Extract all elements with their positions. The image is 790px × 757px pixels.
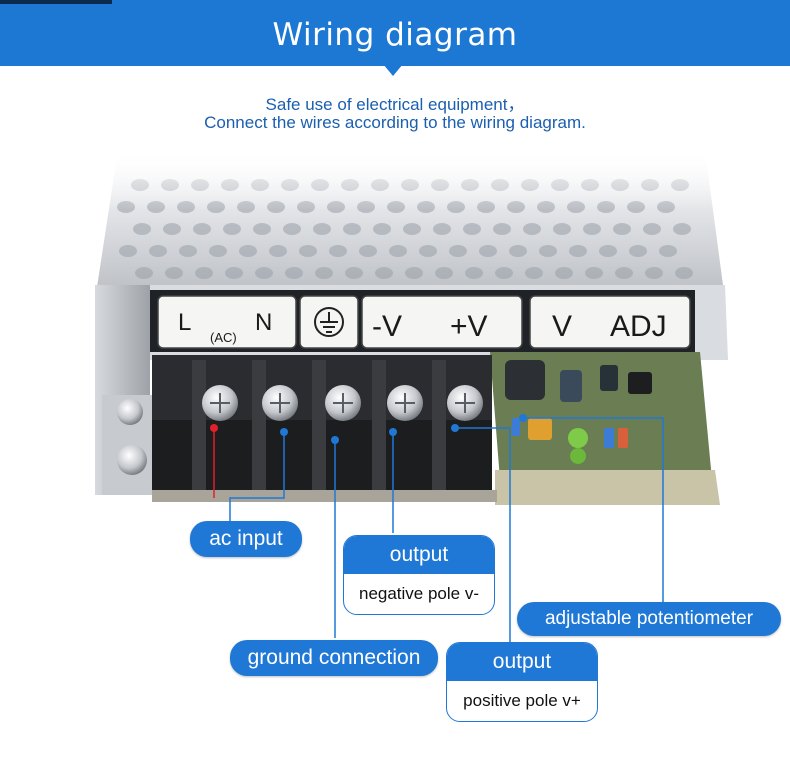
terminal-label-ac: (AC) [210, 330, 237, 345]
callout-lines [213, 417, 664, 642]
callout-output-positive-title: output [447, 643, 597, 681]
header-accent-bar [0, 0, 112, 4]
terminal-label-N: N [255, 309, 272, 336]
subtitle-line-2: Connect the wires according to the wirin… [204, 113, 586, 132]
terminal-label-adj: ADJ [610, 310, 667, 343]
ground-symbol-icon [314, 307, 344, 337]
callout-output-positive: output positive pole v+ [446, 642, 598, 722]
terminal-label-neg: -V [372, 310, 402, 343]
mounting-screws [102, 395, 152, 495]
banner-pointer [383, 64, 403, 76]
subtitle-line-1: Safe use of electrical equipment， [265, 95, 525, 114]
callout-output-negative-title: output [344, 536, 494, 574]
callout-ac-input: ac input [190, 521, 302, 557]
callout-ground-connection: ground connection [230, 640, 438, 676]
terminal-screws [202, 385, 483, 421]
terminal-block [152, 355, 497, 502]
perforated-cover [95, 150, 725, 300]
callout-adjustable-potentiometer: adjustable potentiometer [517, 602, 781, 636]
terminal-label-pos: +V [450, 310, 488, 343]
callout-markers [210, 414, 527, 444]
callout-output-negative-desc: negative pole v- [358, 584, 480, 603]
circuit-board [490, 352, 720, 505]
callout-output-positive-desc: positive pole v+ [463, 691, 581, 710]
header-banner [0, 0, 790, 66]
terminal-label-v: V [552, 310, 572, 343]
page-title: Wiring diagram [272, 17, 518, 53]
terminal-label-L: L [178, 309, 191, 336]
callout-output-negative: output negative pole v- [343, 535, 495, 615]
